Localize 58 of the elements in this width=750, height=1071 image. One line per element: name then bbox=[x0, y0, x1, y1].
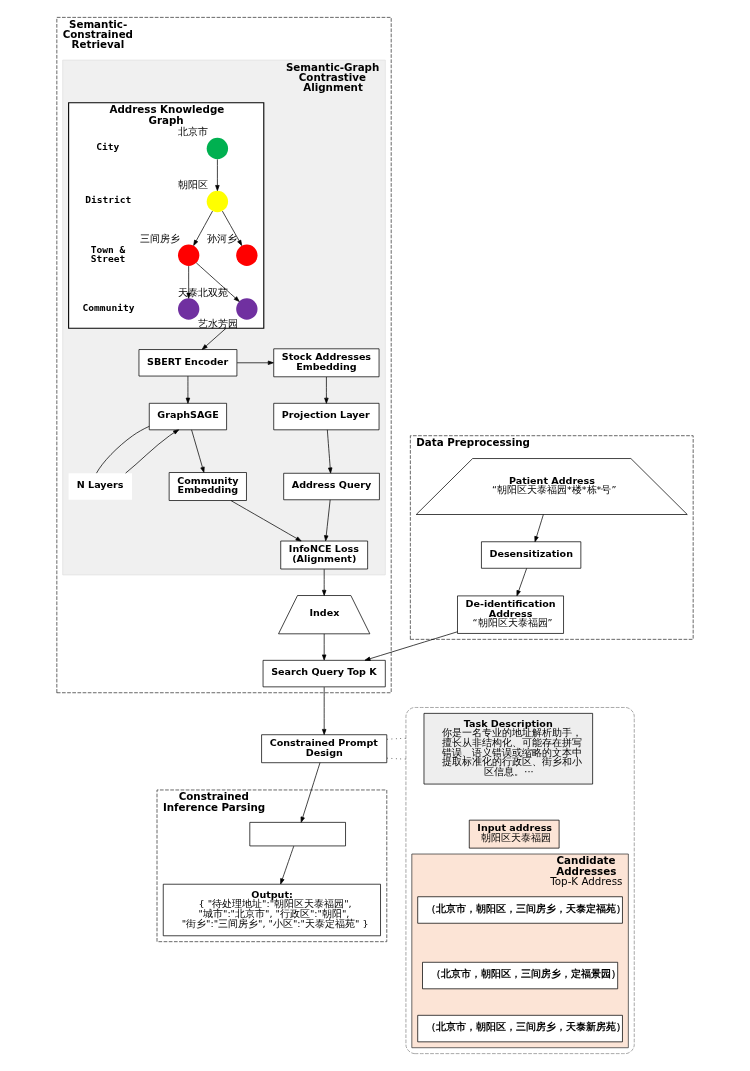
arrow bbox=[322, 633, 327, 661]
arrow bbox=[195, 262, 240, 302]
arrow bbox=[222, 210, 243, 246]
node-circle bbox=[178, 298, 200, 320]
node-box: InfoNCE Loss (Alignment) bbox=[280, 540, 368, 570]
arrow bbox=[185, 375, 191, 404]
node-box bbox=[249, 822, 346, 847]
arrow bbox=[215, 159, 220, 191]
node-box: N Layers bbox=[68, 473, 132, 500]
node-label: 艺水芳园 bbox=[197, 318, 238, 330]
node-circle bbox=[178, 244, 200, 266]
node-box: （北京市，朝阳区，三间房乡，定福景园） bbox=[422, 961, 619, 990]
label: Community bbox=[82, 301, 135, 313]
node-box: Desensitization bbox=[481, 541, 582, 569]
arrow bbox=[236, 360, 274, 365]
node-box: Constrained Prompt Design bbox=[261, 734, 388, 764]
arrow bbox=[534, 514, 544, 543]
arrow bbox=[324, 499, 331, 542]
node-box: （北京市，朝阳区，三间房乡，天泰新房苑） bbox=[417, 1014, 623, 1043]
arrow bbox=[230, 500, 302, 542]
label: District bbox=[85, 194, 132, 206]
node-box: Output: { "待处理地址":"朝阳区天泰福园", "城市":"北京市", "行政区":"朝阳", "街乡":"三间房乡", "小区":"天泰定福苑" } bbox=[162, 883, 381, 937]
node-label: 北京市 bbox=[177, 126, 208, 138]
label: City bbox=[96, 141, 120, 153]
arrow bbox=[322, 568, 327, 596]
node-box: Community Embedding bbox=[168, 472, 247, 501]
node-box: Input address 朝阳区天泰福园 bbox=[468, 819, 560, 849]
node-box: Task Description 你是一名专业的地址解析助手，擅长从非结构化、可能存在拼写错误、语义错误或缩略的文本中提取标准化的行政区、街乡和小区信息。··· bbox=[423, 713, 593, 785]
node-box: GraphSAGE bbox=[148, 402, 227, 431]
arrow bbox=[191, 429, 205, 473]
node-box: De-identification Address “朝阳区天泰福园” bbox=[457, 595, 564, 634]
node-label: 孙河乡 bbox=[207, 232, 238, 244]
node-box: Search Query Top K bbox=[262, 659, 386, 688]
cluster bbox=[405, 707, 635, 1054]
arrow bbox=[193, 210, 213, 246]
arrow bbox=[186, 265, 191, 299]
arrow bbox=[125, 429, 180, 474]
node-box: Address Query bbox=[283, 472, 380, 501]
node-circle bbox=[206, 190, 229, 213]
node-label: 朝阳区 bbox=[177, 179, 208, 191]
arrow bbox=[322, 686, 327, 735]
connector bbox=[96, 425, 150, 474]
arrow bbox=[280, 845, 295, 885]
arrow bbox=[326, 429, 333, 474]
node-label: 三间房乡 bbox=[139, 232, 180, 244]
arrow bbox=[324, 376, 329, 404]
arrow bbox=[300, 762, 321, 823]
arrow bbox=[201, 327, 227, 350]
node-circle bbox=[236, 298, 258, 320]
label: Town & Street bbox=[90, 243, 126, 265]
node-circle bbox=[206, 137, 229, 160]
node-box: Projection Layer bbox=[273, 402, 380, 431]
arrow bbox=[364, 631, 458, 661]
node-box: SBERT Encoder bbox=[138, 349, 238, 377]
node-circle bbox=[236, 244, 258, 266]
arrow bbox=[516, 568, 528, 597]
node-box: （北京市，朝阳区，三间房乡，天泰定福苑） bbox=[417, 896, 623, 924]
node-box: Stock Addresses Embedding bbox=[273, 348, 380, 378]
